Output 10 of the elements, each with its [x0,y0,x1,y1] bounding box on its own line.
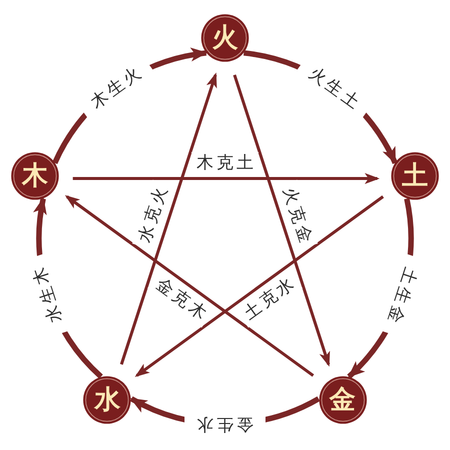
arrow [233,74,330,367]
element-circle: 土 [391,152,440,200]
element-circle: 水 [83,376,132,424]
arrow [120,72,217,365]
element-circle: 金 [318,376,367,424]
arrow [134,195,384,377]
arrow [64,195,314,377]
element-circle: 木 [10,152,59,200]
element-circle: 火 [201,14,249,62]
arrow [72,173,380,184]
